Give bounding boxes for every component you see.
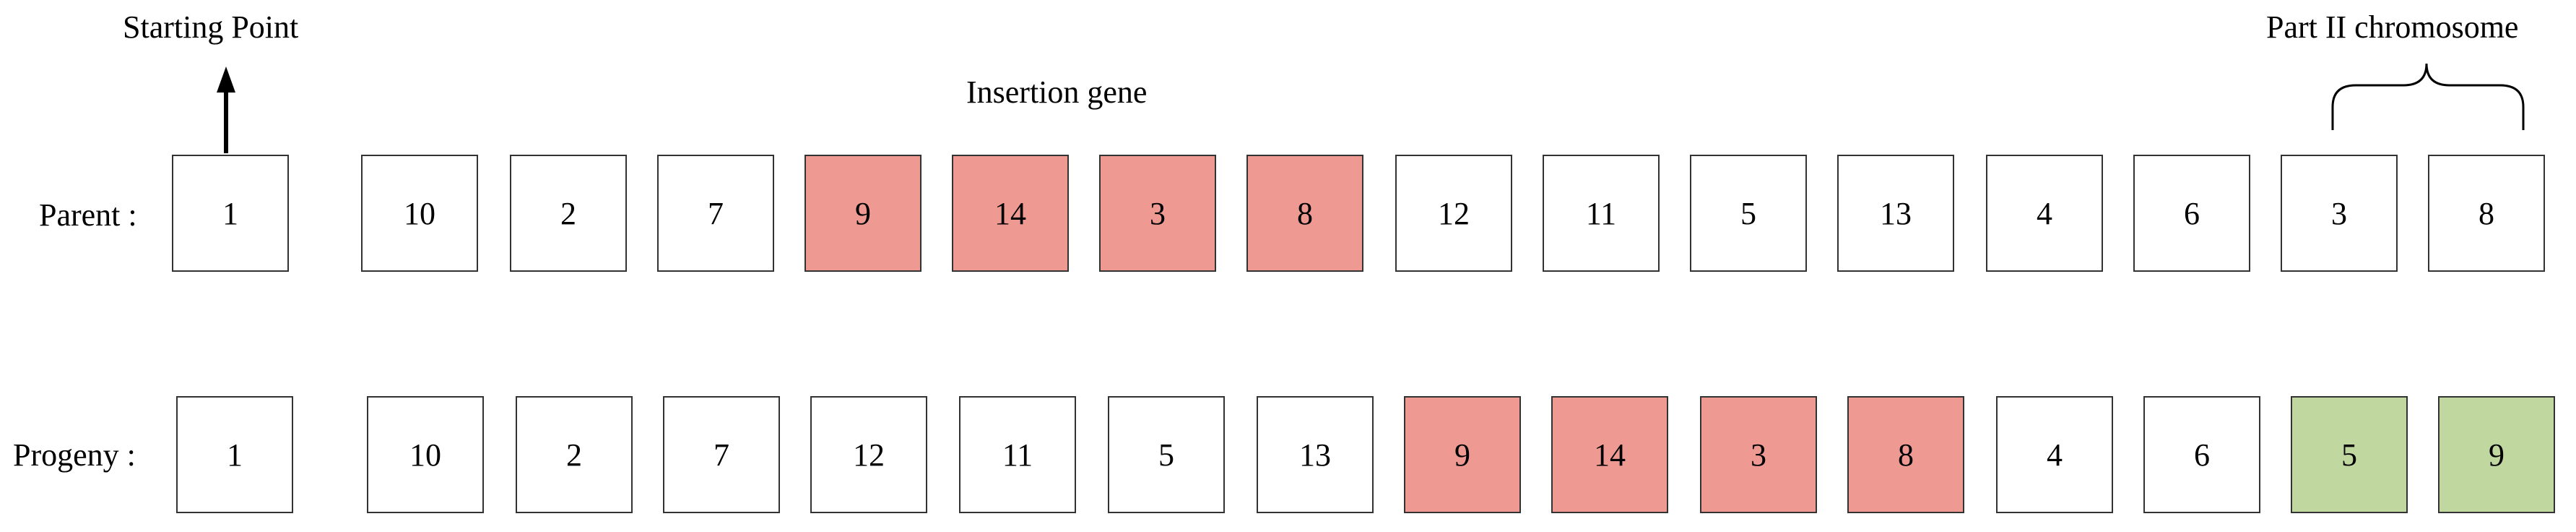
parent-gene-box: 13 bbox=[1837, 155, 1954, 272]
parent-gene-box: 5 bbox=[1690, 155, 1807, 272]
parent-gene-box: 6 bbox=[2133, 155, 2250, 272]
progeny-gene-box: 5 bbox=[1108, 396, 1225, 513]
progeny-gene-box: 2 bbox=[516, 396, 633, 513]
progeny-gene-box: 11 bbox=[959, 396, 1076, 513]
parent-gene-box: 3 bbox=[1099, 155, 1216, 272]
progeny-gene-box: 9 bbox=[2438, 396, 2555, 513]
progeny-row-label: Progeny : bbox=[13, 437, 136, 473]
progeny-gene-box: 4 bbox=[1996, 396, 2113, 513]
parent-gene-box: 4 bbox=[1986, 155, 2103, 272]
progeny-gene-box: 12 bbox=[810, 396, 927, 513]
parent-gene-box: 2 bbox=[510, 155, 627, 272]
parent-gene-box: 3 bbox=[2281, 155, 2398, 272]
progeny-gene-box: 14 bbox=[1551, 396, 1668, 513]
parent-row-label: Parent : bbox=[39, 197, 137, 233]
insertion-gene-label: Insertion gene bbox=[966, 74, 1148, 110]
progeny-gene-box: 13 bbox=[1257, 396, 1374, 513]
progeny-gene-box: 1 bbox=[176, 396, 293, 513]
progeny-gene-box: 10 bbox=[367, 396, 484, 513]
starting-point-label: Starting Point bbox=[123, 9, 299, 45]
parent-gene-box: 14 bbox=[952, 155, 1069, 272]
progeny-gene-box: 7 bbox=[663, 396, 780, 513]
parent-gene-box: 11 bbox=[1543, 155, 1660, 272]
progeny-gene-box: 5 bbox=[2291, 396, 2408, 513]
parent-gene-box: 10 bbox=[361, 155, 478, 272]
parent-gene-box: 7 bbox=[657, 155, 774, 272]
progeny-gene-box: 8 bbox=[1847, 396, 1964, 513]
parent-gene-box: 8 bbox=[1246, 155, 1363, 272]
parent-gene-box: 9 bbox=[805, 155, 921, 272]
part2-brace bbox=[2331, 63, 2525, 130]
parent-gene-box: 12 bbox=[1395, 155, 1512, 272]
progeny-gene-box: 6 bbox=[2143, 396, 2260, 513]
parent-gene-box: 8 bbox=[2428, 155, 2545, 272]
parent-gene-box: 1 bbox=[172, 155, 289, 272]
progeny-gene-box: 9 bbox=[1404, 396, 1521, 513]
part2-chromosome-label: Part II chromosome bbox=[2266, 9, 2519, 45]
progeny-gene-box: 3 bbox=[1700, 396, 1817, 513]
starting-point-arrow bbox=[217, 66, 235, 153]
